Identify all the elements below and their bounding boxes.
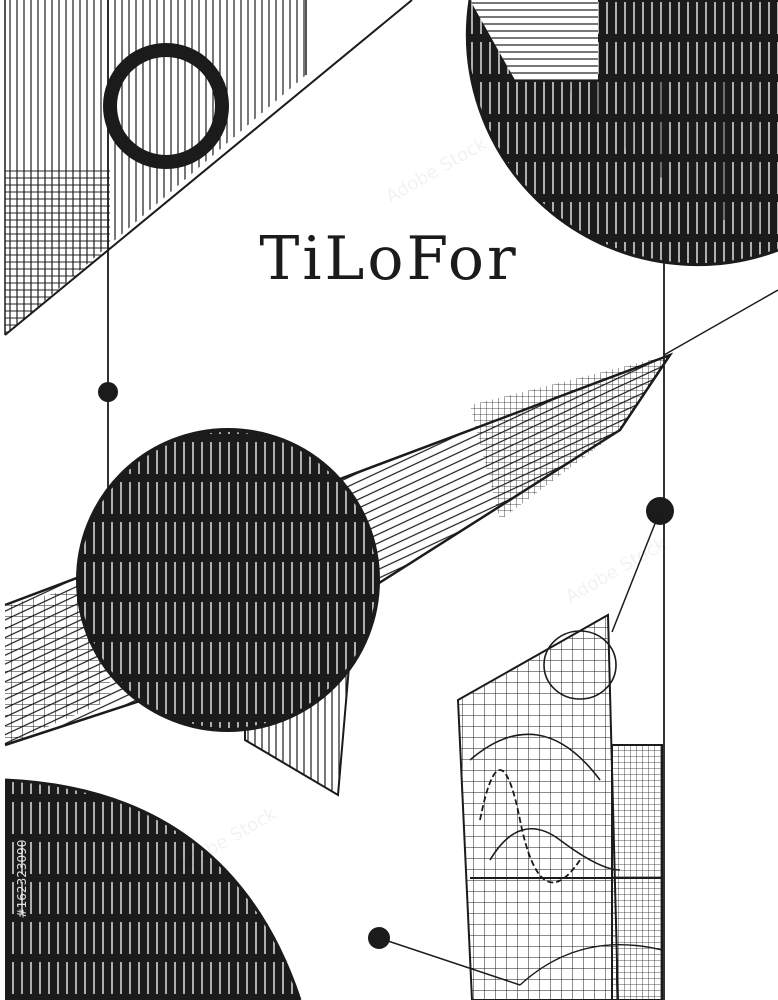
- left-dot: [98, 382, 118, 402]
- bottom-left-dark-mound: [4, 778, 302, 1000]
- bottom-right-grid-shape: [456, 613, 663, 1000]
- ring-shape: [103, 43, 229, 169]
- top-right-dark-semicircle: [465, 0, 778, 267]
- poster-title: TiLoFor: [259, 224, 519, 294]
- large-dark-circle: [76, 428, 380, 732]
- stock-id-label: #162323090: [15, 839, 29, 919]
